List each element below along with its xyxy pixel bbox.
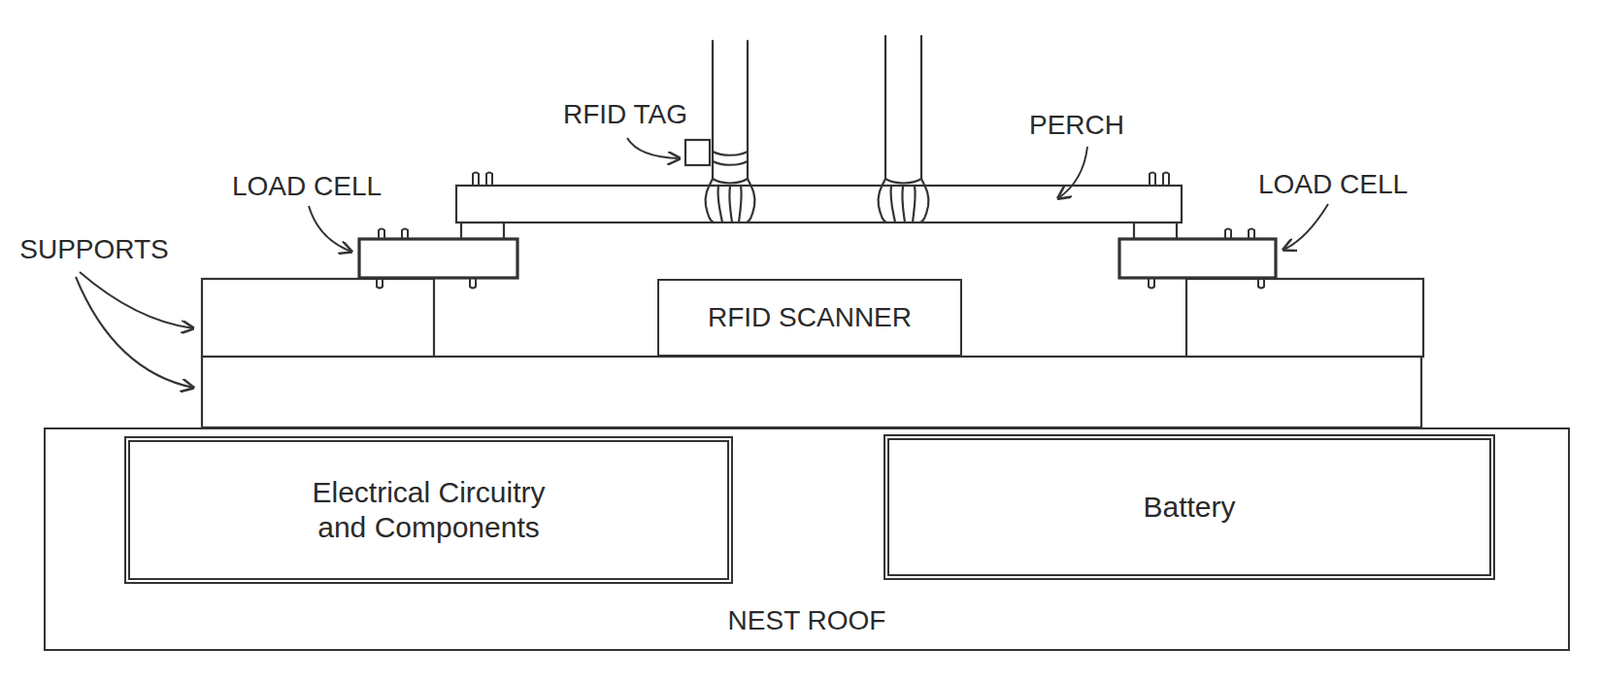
perch-foot <box>461 222 504 239</box>
rfid-scanner-box: RFID SCANNER <box>657 278 963 357</box>
box-text: NEST ROOF <box>45 603 1568 637</box>
load-cell-body <box>1119 238 1276 278</box>
right-support <box>1186 278 1424 357</box>
load-cell-body <box>359 238 518 278</box>
part-label: LOAD CELL <box>1256 169 1410 200</box>
part-label: RFID TAG <box>561 100 690 131</box>
perch-foot <box>1133 222 1177 239</box>
box-text: Electrical Circuitry and Components <box>290 474 567 545</box>
box-text: RFID SCANNER <box>707 300 912 334</box>
circuitry-box: Electrical Circuitry and Components <box>124 435 734 584</box>
leader-lines <box>75 137 1329 388</box>
lower-support <box>201 356 1422 428</box>
rfid-tag <box>685 139 710 166</box>
bolts <box>376 172 1265 289</box>
part-label: LOAD CELL <box>230 171 384 202</box>
battery-box: Battery <box>883 433 1496 580</box>
perch-bar <box>456 185 1182 223</box>
nest-roof-box: NEST ROOF Electrical Circuitry and Compon… <box>43 427 1570 651</box>
bird-legs <box>685 35 929 223</box>
left-support <box>201 278 434 357</box>
part-label: PERCH <box>1027 110 1127 141</box>
part-label: SUPPORTS <box>17 234 171 266</box>
box-text: Battery <box>1142 489 1235 525</box>
